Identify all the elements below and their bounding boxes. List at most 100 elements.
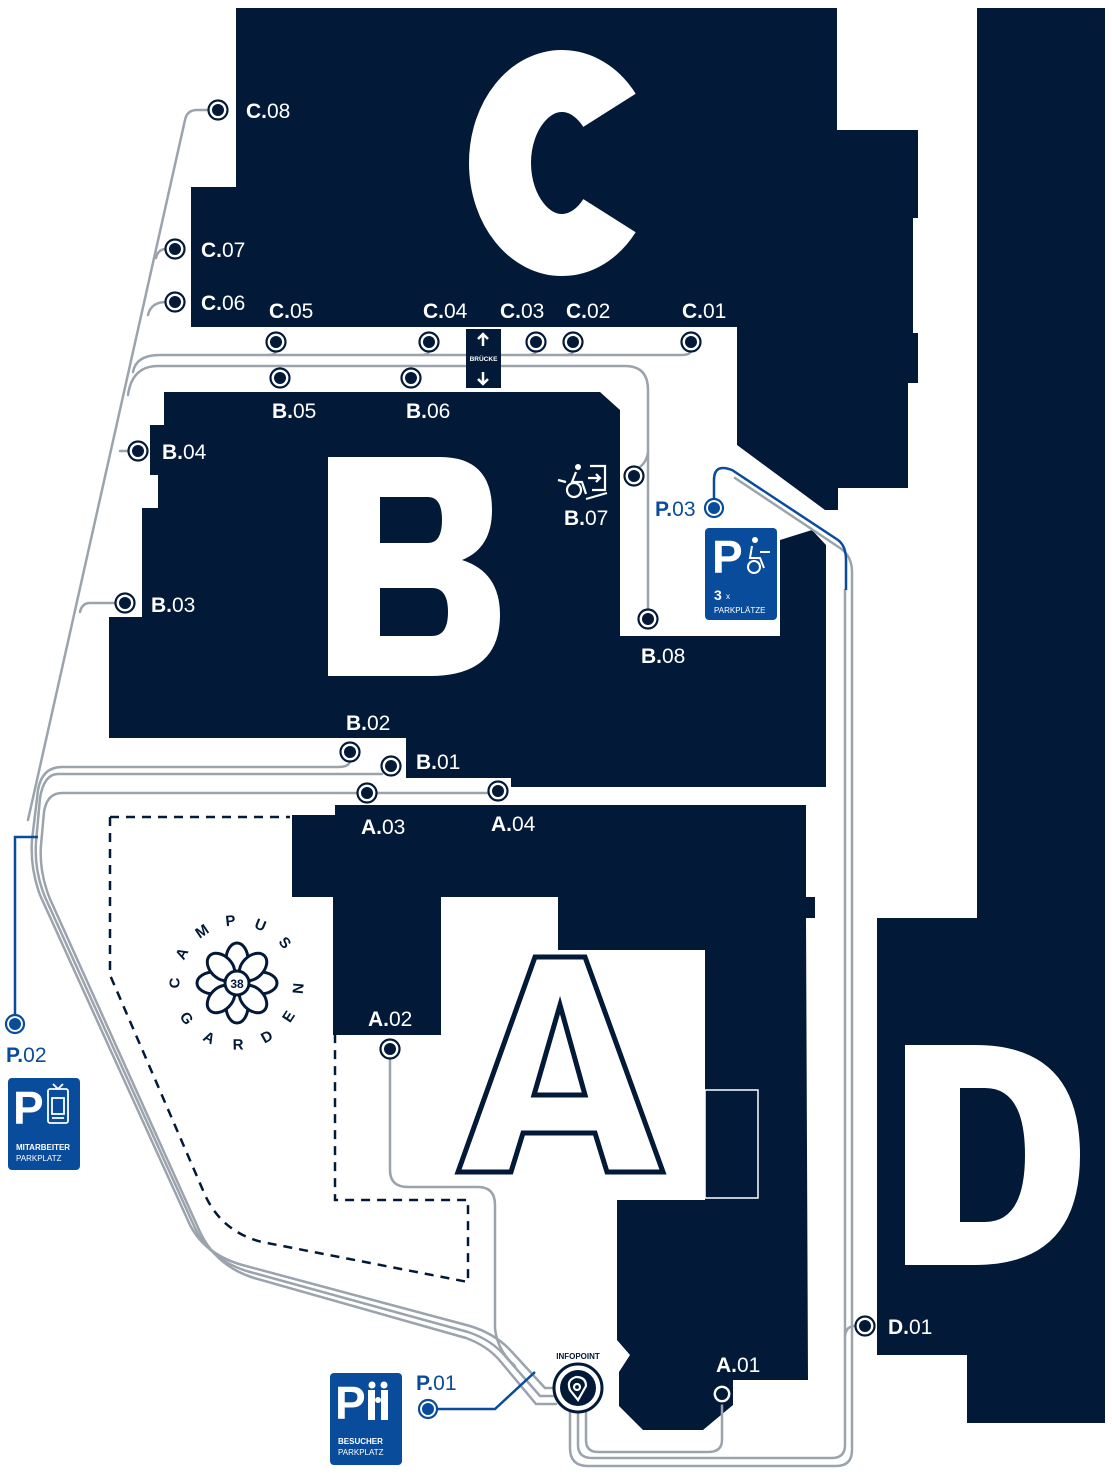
marker-label: B.06 <box>406 400 450 423</box>
marker-label-building: B. <box>406 400 427 423</box>
marker-label-building: B. <box>564 507 585 530</box>
marker-b04[interactable]: B.04 <box>127 440 207 464</box>
marker-p01[interactable]: P.01 <box>416 1372 457 1420</box>
marker-c05[interactable]: C.05 <box>265 300 314 353</box>
marker-label-building: P. <box>655 498 672 521</box>
marker-dot <box>530 336 542 348</box>
garden-logo-letter: G <box>176 1009 197 1028</box>
marker-label: B.07 <box>564 507 608 530</box>
arrow-up-icon <box>477 332 489 346</box>
marker-label-building: B. <box>641 645 662 668</box>
parking-path-p01 <box>438 1371 536 1411</box>
garden-logo-letter: S <box>275 934 294 953</box>
marker-label-building: A. <box>368 1008 389 1031</box>
bridge-label: BRÜCKE <box>470 354 498 363</box>
marker-label-number: 02 <box>367 712 390 735</box>
marker-b01[interactable]: B.01 <box>380 751 461 777</box>
marker-a02[interactable]: A.02 <box>368 1008 412 1060</box>
marker-label-building: P. <box>6 1044 23 1067</box>
marker-dot <box>9 1018 21 1030</box>
marker-label-building: C. <box>500 300 521 323</box>
parking-letter: P <box>712 531 743 583</box>
family-icon <box>368 1381 388 1420</box>
marker-label-number: 03 <box>172 594 195 617</box>
marker-label-number: 01 <box>437 751 460 774</box>
marker-label-number: 05 <box>290 300 313 323</box>
marker-label-building: C. <box>423 300 444 323</box>
marker-c01[interactable]: C.01 <box>680 300 727 353</box>
marker-label: A.01 <box>716 1354 760 1377</box>
marker-label-number: 05 <box>293 400 316 423</box>
building-c-letter <box>469 50 636 276</box>
marker-a03[interactable]: A.03 <box>356 782 406 840</box>
marker-label-building: A. <box>491 813 512 836</box>
marker-label-number: 07 <box>222 239 245 262</box>
marker-p03[interactable]: P.03 <box>655 497 725 521</box>
accessible-parking-sign[interactable]: P 3 x PARKPLÄTZE <box>705 528 777 620</box>
marker-label-number: 08 <box>267 100 290 123</box>
parking-label: PARKPLÄTZE <box>714 606 765 615</box>
infopoint[interactable]: INFOPOINT <box>552 1352 604 1414</box>
marker-b08[interactable]: B.08 <box>637 608 686 669</box>
marker-dot <box>361 787 373 799</box>
marker-label-building: C. <box>201 292 222 315</box>
garden-logo-letter: N <box>290 982 308 994</box>
marker-dot <box>422 1403 434 1415</box>
parking-letter: P <box>335 1377 366 1429</box>
marker-d01[interactable]: D.01 <box>854 1315 933 1339</box>
marker-label-number: 04 <box>512 813 536 836</box>
parking-path-p03 <box>712 466 848 590</box>
marker-b03[interactable]: B.03 <box>114 592 196 618</box>
marker-dot <box>132 445 144 457</box>
marker-b02[interactable]: B.02 <box>339 712 391 763</box>
marker-c04[interactable]: C.04 <box>418 300 468 353</box>
marker-label: C.02 <box>566 300 610 323</box>
marker-c07[interactable]: C.07 <box>164 238 246 262</box>
garden-logo-letter: D <box>258 1027 276 1047</box>
marker-label-number: 02 <box>587 300 610 323</box>
marker-label: B.05 <box>272 400 316 423</box>
marker-label-building: B. <box>162 441 183 464</box>
building-b-letter <box>328 457 500 676</box>
parking-label-line1: MITARBEITER <box>16 1143 70 1152</box>
marker-b05[interactable]: B.05 <box>269 367 317 424</box>
marker-c06[interactable]: C.06 <box>164 291 246 315</box>
marker-label-number: 03 <box>521 300 544 323</box>
garden-logo-letter: E <box>279 1008 299 1026</box>
marker-label-building: C. <box>246 100 267 123</box>
marker-label-number: 03 <box>382 816 405 839</box>
staff-parking-sign[interactable]: P MITARBEITER PARKPLATZ <box>8 1078 80 1170</box>
marker-label-building: A. <box>361 816 382 839</box>
id-badge-icon <box>47 1083 69 1124</box>
marker-label-number: 07 <box>585 507 608 530</box>
marker-label-number: 06 <box>222 292 245 315</box>
marker-dot <box>212 104 224 116</box>
marker-label: A.03 <box>361 816 405 839</box>
parking-label-line1: BESUCHER <box>338 1437 383 1446</box>
marker-b06[interactable]: B.06 <box>400 367 451 424</box>
marker-p02[interactable]: P.02 <box>4 1013 47 1067</box>
marker-c08[interactable]: C.08 <box>207 99 291 123</box>
parking-label-line2: PARKPLATZ <box>338 1448 384 1457</box>
parking-count: 3 <box>714 587 722 603</box>
marker-b07[interactable]: B.07 <box>564 465 645 531</box>
building-a[interactable] <box>292 805 815 1430</box>
marker-a01[interactable]: A.01 <box>711 1354 761 1405</box>
marker-dot <box>423 336 435 348</box>
parking-path-p02 <box>13 835 38 1014</box>
marker-label-number: 04 <box>444 300 468 323</box>
marker-c03[interactable]: C.03 <box>500 300 547 353</box>
marker-a04[interactable]: A.04 <box>487 780 536 837</box>
marker-label: C.08 <box>246 100 290 123</box>
marker-label-building: C. <box>682 300 703 323</box>
marker-label: P.02 <box>6 1044 47 1067</box>
marker-label: P.03 <box>655 498 696 521</box>
marker-label-building: P. <box>416 1372 433 1395</box>
marker-label: C.06 <box>201 292 245 315</box>
marker-dot <box>119 597 131 609</box>
visitor-parking-sign[interactable]: P BESUCHER PARKPLATZ <box>330 1373 402 1465</box>
marker-label-number: 01 <box>433 1372 456 1395</box>
marker-c02[interactable]: C.02 <box>562 300 611 353</box>
flower-icon <box>195 941 279 1025</box>
